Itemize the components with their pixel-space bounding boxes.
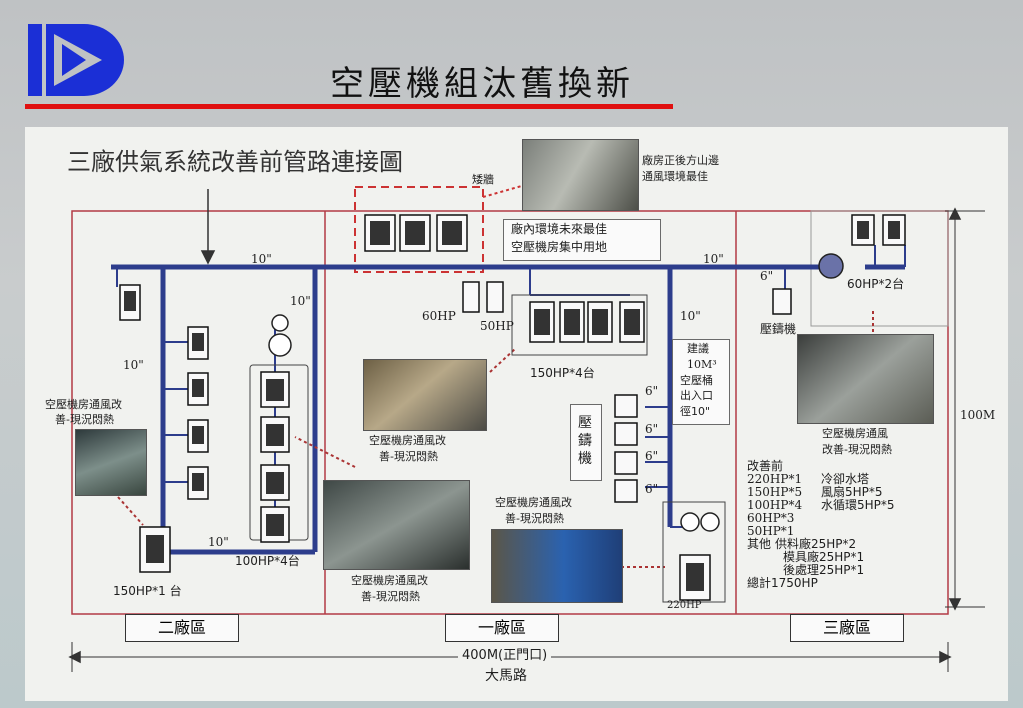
suggestion-line: 10M³ xyxy=(687,358,717,371)
diagram-lines xyxy=(68,184,985,672)
pipe-size-label: 6" xyxy=(645,449,659,463)
hp50-label: 50HP xyxy=(480,319,514,333)
photo-placeholder-left xyxy=(75,429,147,496)
pipe-size-label: 6" xyxy=(645,422,659,436)
before-list-item: 150HP*5 xyxy=(747,485,803,499)
before-list-other-item: 供料廠25HP*2 xyxy=(775,537,857,551)
ventilation-caption: 空壓機房通風改 xyxy=(45,398,122,411)
center-note-2: 空壓機房集中用地 xyxy=(511,240,608,254)
pipe-size-label: 6" xyxy=(645,384,659,398)
ventilation-caption: 空壓機房通風改 xyxy=(369,434,446,447)
wall-label: 矮牆 xyxy=(472,173,494,186)
photo-placeholder-right xyxy=(797,334,934,424)
diagram-heading: 三廠供氣系統改善前管路連接圖 xyxy=(67,148,403,176)
zone-label-1: 一廠區 xyxy=(445,614,559,642)
center-note-1: 廠內環境未來最佳 xyxy=(511,222,608,236)
photo-placeholder-wall xyxy=(522,139,639,211)
before-list-other-title: 其他 xyxy=(747,537,772,551)
width-dimension: 400M(正門口) xyxy=(458,648,552,664)
zone-label-2: 二廠區 xyxy=(125,614,239,642)
pipe-size-label: 10" xyxy=(208,535,229,549)
before-list-item: 50HP*1 xyxy=(747,524,795,538)
ventilation-caption: 空壓機房通風 xyxy=(822,427,888,440)
ventilation-caption: 改善-現況悶熱 xyxy=(822,443,892,456)
before-list-item: 60HP*3 xyxy=(747,511,795,525)
hp60x2-label: 60HP*2台 xyxy=(847,277,905,291)
before-list-other-item: 模具廠25HP*1 xyxy=(783,550,865,564)
height-dimension: 100M xyxy=(960,408,996,422)
pipe-size-label: 10" xyxy=(290,294,311,308)
ventilation-caption: 善-現況悶熱 xyxy=(361,590,420,603)
before-list-title: 改善前 xyxy=(747,459,784,473)
pipe-size-label: 10" xyxy=(680,309,701,323)
pipe-size-label: 6" xyxy=(760,269,774,283)
suggestion-line: 空壓桶 xyxy=(680,374,713,387)
company-logo-icon xyxy=(28,24,124,96)
road-label: 大馬路 xyxy=(485,668,527,684)
cooling-tower: 冷卻水塔 xyxy=(821,472,870,486)
die-casting-box xyxy=(570,404,602,481)
hp60-label: 60HP xyxy=(422,309,456,323)
ventilation-caption: 空壓機房通風改 xyxy=(495,496,572,509)
ventilation-caption: 善-現況悶熱 xyxy=(55,413,114,426)
hp100x4-label: 100HP*4台 xyxy=(235,554,300,568)
pipe-size-label: 10" xyxy=(123,358,144,372)
zone-label-3: 三廠區 xyxy=(790,614,904,642)
before-list-other-item: 後處理25HP*1 xyxy=(783,563,865,577)
photo-placeholder-mid2 xyxy=(323,480,470,570)
die-casting-machine-label: 壓鑄機 xyxy=(760,322,797,336)
cooling-fan: 風扇5HP*5 xyxy=(821,485,883,499)
hp220-label: 220HP xyxy=(667,600,702,611)
die-casting-vertical: 壓鑄機 xyxy=(578,415,592,468)
title-underline xyxy=(25,104,673,109)
pipe-size-label: 10" xyxy=(703,252,724,266)
mountain-note-2: 通風環境最佳 xyxy=(642,170,708,183)
ventilation-caption: 空壓機房通風改 xyxy=(351,574,428,587)
ventilation-caption: 善-現況悶熱 xyxy=(379,450,438,463)
mountain-note-1: 廠房正後方山邊 xyxy=(642,154,719,167)
suggestion-line: 建議 xyxy=(687,342,709,355)
center-note-box xyxy=(503,219,661,261)
hp150x4-label: 150HP*4台 xyxy=(530,366,595,380)
ventilation-caption: 善-現況悶熱 xyxy=(505,512,564,525)
cooling-water: 水循環5HP*5 xyxy=(821,498,895,512)
slide-title: 空壓機組汰舊換新 xyxy=(330,64,634,104)
before-list-item: 220HP*1 xyxy=(747,472,803,486)
photo-placeholder-mid3 xyxy=(491,529,623,603)
pipe-size-label: 6" xyxy=(645,482,659,496)
suggestion-line: 出入口 xyxy=(680,389,713,402)
photo-placeholder-mid1 xyxy=(363,359,487,431)
diagram-sheet: 三廠供氣系統改善前管路連接圖 矮牆 廠房正後方山邊 通風環境最佳 廠內環境未來最… xyxy=(25,127,1008,701)
before-list-total: 總計1750HP xyxy=(747,576,818,590)
before-list-item: 100HP*4 xyxy=(747,498,803,512)
suggestion-line: 徑10" xyxy=(680,405,711,418)
hp150x1-label: 150HP*1 台 xyxy=(113,584,182,598)
pipe-size-label: 10" xyxy=(251,252,272,266)
suggestion-box xyxy=(672,339,730,425)
